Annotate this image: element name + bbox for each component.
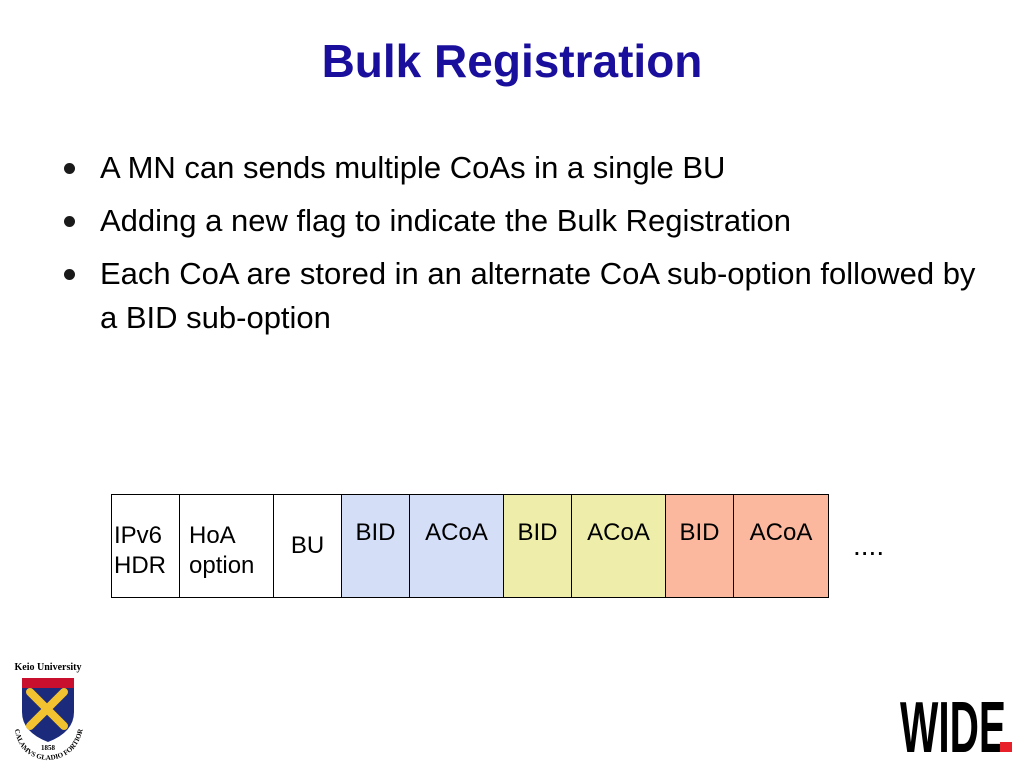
cell-label-line2: HDR bbox=[114, 552, 166, 579]
packet-cell-bu: BU bbox=[274, 495, 342, 597]
packet-cell-bid-3: BID bbox=[666, 495, 734, 597]
packet-cell-bid-1: BID bbox=[342, 495, 410, 597]
keio-shield-band-icon bbox=[22, 678, 74, 688]
keio-university-logo: Keio University 1858 CALAMVS GLADIO FORT… bbox=[13, 662, 85, 762]
packet-cell-acoa-1: ACoA bbox=[410, 495, 504, 597]
cell-label-line1: IPv6 bbox=[114, 522, 163, 549]
bullet-dot-icon bbox=[64, 269, 75, 280]
bullet-text: A MN can sends multiple CoAs in a single… bbox=[100, 150, 726, 185]
cell-label: ACoA bbox=[587, 519, 650, 546]
cell-label: ACoA bbox=[425, 519, 488, 546]
wide-logo-text: WIDE bbox=[900, 692, 1006, 758]
cell-label: BID bbox=[355, 519, 396, 546]
cell-label-line2: option bbox=[189, 552, 255, 579]
wide-logo: WIDE bbox=[900, 692, 1012, 758]
packet-cell-hoa-option: HoA option bbox=[180, 495, 274, 597]
packet-cell-bid-2: BID bbox=[504, 495, 572, 597]
cell-label: BID bbox=[517, 519, 558, 546]
bullet-item: Each CoA are stored in an alternate CoA … bbox=[62, 252, 982, 340]
packet-cell-acoa-2: ACoA bbox=[572, 495, 666, 597]
slide-title: Bulk Registration bbox=[321, 35, 703, 87]
wide-logo-red-mark-icon bbox=[1000, 742, 1012, 752]
cell-label: BID bbox=[679, 519, 720, 546]
bullet-list: A MN can sends multiple CoAs in a single… bbox=[62, 146, 982, 349]
keio-year: 1858 bbox=[41, 744, 56, 752]
packet-cell-acoa-3: ACoA bbox=[734, 495, 828, 597]
bullet-dot-icon bbox=[64, 216, 75, 227]
packet-continuation: .... bbox=[853, 530, 885, 561]
cell-label: BU bbox=[290, 532, 325, 559]
bullet-text: Each CoA are stored in an alternate CoA … bbox=[100, 256, 976, 335]
cell-label: ACoA bbox=[749, 519, 813, 546]
bullet-dot-icon bbox=[64, 163, 75, 174]
bullet-item: A MN can sends multiple CoAs in a single… bbox=[62, 146, 982, 190]
bullet-text: Adding a new flag to indicate the Bulk R… bbox=[100, 203, 792, 238]
cell-label-line1: HoA bbox=[189, 522, 236, 549]
keio-name: Keio University bbox=[15, 662, 82, 673]
keio-crossed-pens-icon bbox=[26, 688, 68, 730]
bullet-item: Adding a new flag to indicate the Bulk R… bbox=[62, 199, 982, 243]
